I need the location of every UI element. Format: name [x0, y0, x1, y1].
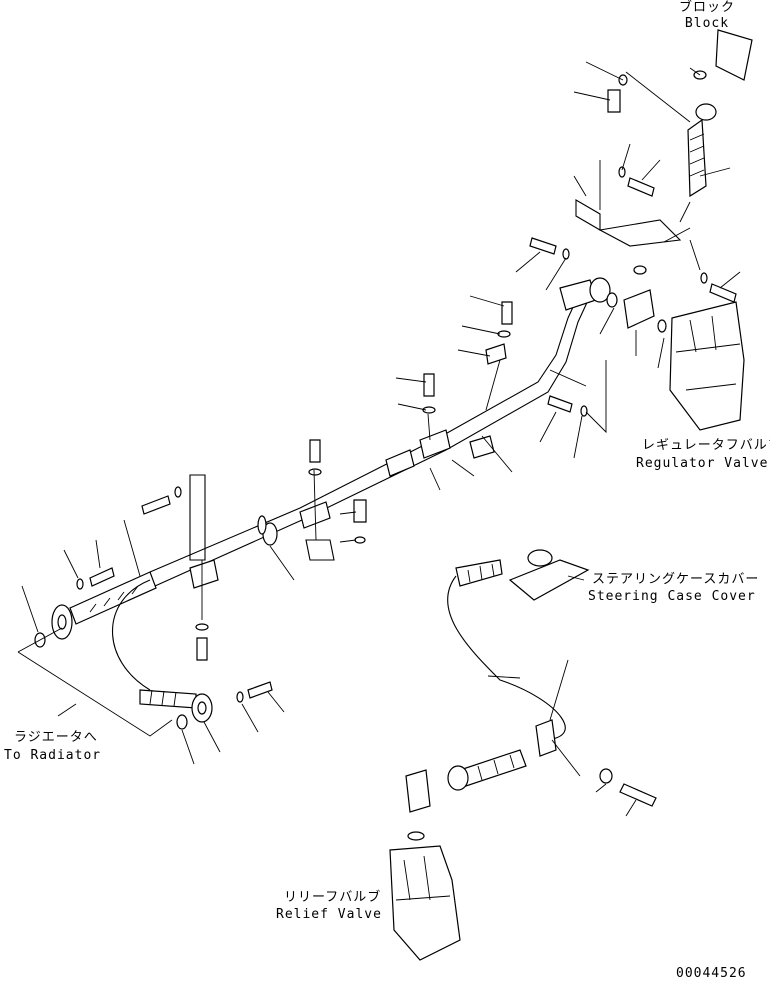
- hose-lower: [111, 579, 273, 730]
- steering-label-jp: ステアリングケースカバー: [592, 572, 760, 587]
- radiator-label-jp: ラジエータへ: [14, 730, 98, 745]
- main-pipe: [149, 291, 591, 587]
- relief-hose: [405, 719, 557, 841]
- regulator-label-jp: レギュレータフバルブ: [642, 438, 770, 453]
- leader-lines: [17, 61, 741, 817]
- upper-hose: [559, 29, 753, 333]
- clamps: [189, 343, 507, 589]
- steering-cover: [447, 549, 590, 741]
- relief-valve: [389, 845, 461, 961]
- block-label-en: Block: [684, 16, 730, 31]
- block-label-jp: ブロック: [678, 0, 735, 15]
- brackets: [189, 199, 682, 561]
- drawing-number: 00044526: [676, 966, 747, 981]
- relief-label-en: Relief Valve: [276, 907, 382, 922]
- relief-label-jp: リリーフバルブ: [284, 890, 382, 905]
- steering-label-en: Steering Case Cover: [588, 589, 756, 604]
- regulator-valve: [669, 301, 745, 431]
- radiator-label-en: To Radiator: [4, 748, 102, 763]
- bolts: [76, 74, 737, 807]
- regulator-label-en: Regulator Valve: [636, 456, 769, 471]
